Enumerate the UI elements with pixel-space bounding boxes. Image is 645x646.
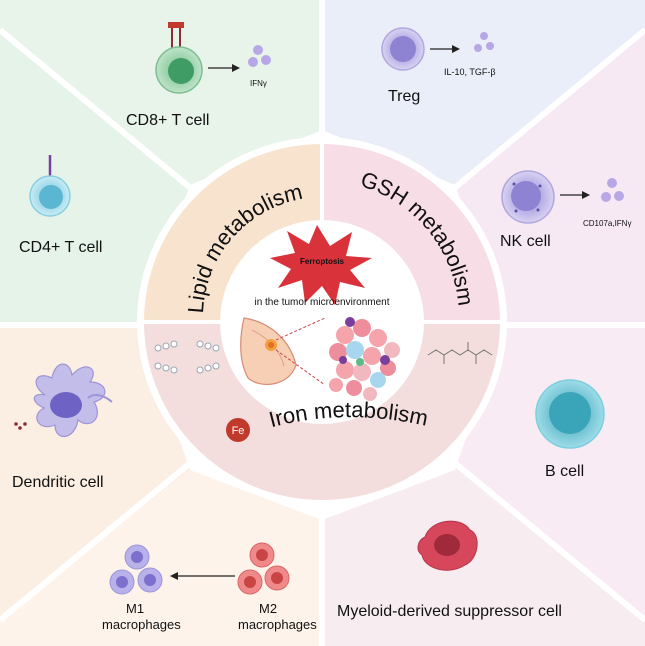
fe-badge-icon bbox=[226, 418, 250, 442]
sector-mdsc bbox=[322, 470, 645, 646]
sector-macrophage bbox=[0, 470, 322, 646]
gsh-molecule-icon bbox=[427, 342, 493, 364]
nk-cell-label: NK cell bbox=[500, 233, 551, 250]
b-cell-icon bbox=[535, 379, 605, 449]
m1-label-line2: macrophages bbox=[102, 617, 181, 632]
m2-macrophages-icon bbox=[237, 542, 290, 595]
dendritic-cell-icon bbox=[14, 363, 113, 437]
breast-illustration bbox=[240, 317, 326, 386]
mdsc-label: Myeloid-derived suppressor cell bbox=[337, 603, 562, 620]
lipid-membrane-icon bbox=[154, 340, 220, 374]
ferroptosis-label: Ferroptosis bbox=[300, 257, 345, 266]
fe-badge-label: Fe bbox=[232, 425, 245, 437]
treg-secretion-dots-icon bbox=[474, 32, 494, 52]
m1-macrophages-icon bbox=[109, 544, 163, 595]
center-subtitle: in the tumor microenvironment bbox=[254, 297, 389, 308]
cd4-t-cell-label: CD4+ T cell bbox=[19, 239, 102, 256]
cd8-t-cell-label: CD8+ T cell bbox=[126, 112, 209, 129]
ifn-gamma-dots-icon bbox=[248, 45, 271, 67]
cd8-secretion-label: IFNγ bbox=[250, 79, 267, 88]
tumor-cell-cluster-icon bbox=[329, 317, 400, 401]
b-cell-label: B cell bbox=[545, 463, 584, 480]
mdsc-cell-icon bbox=[417, 520, 478, 571]
treg-label: Treg bbox=[388, 88, 420, 105]
sector-cd8 bbox=[0, 0, 322, 185]
m2-label-line1: M2 bbox=[259, 601, 277, 616]
treg-secretion-label: IL-10, TGF-β bbox=[444, 67, 496, 77]
cd4-t-cell-icon bbox=[29, 155, 71, 217]
nk-cell-icon bbox=[501, 170, 555, 224]
m2-label-line2: macrophages bbox=[238, 617, 317, 632]
m1-label-line1: M1 bbox=[126, 601, 144, 616]
sector-cd4 bbox=[0, 30, 190, 325]
treg-cell-icon bbox=[381, 27, 425, 71]
sector-nk bbox=[455, 30, 645, 325]
nk-secretion-label: CD107a,IFNγ bbox=[583, 219, 631, 228]
nk-secretion-dots-icon bbox=[601, 178, 624, 202]
cd8-t-cell-icon bbox=[155, 22, 203, 94]
dendritic-cell-label: Dendritic cell bbox=[12, 474, 104, 491]
ferroptosis-star-icon bbox=[270, 225, 372, 305]
